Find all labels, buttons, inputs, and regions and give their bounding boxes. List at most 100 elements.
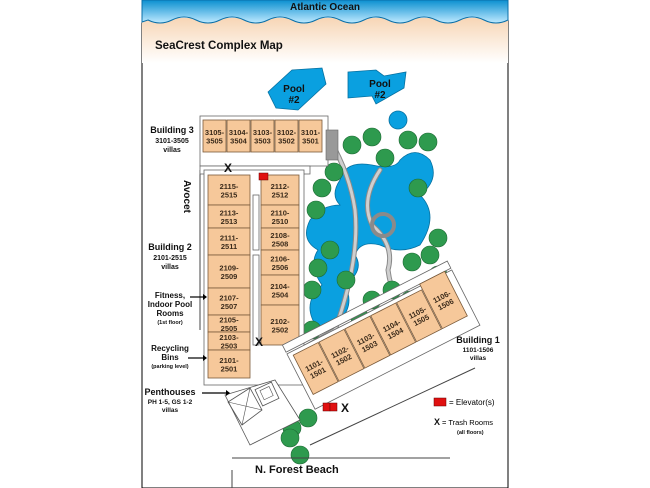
unit-label: 2110-2510	[271, 209, 290, 227]
unit: 1106-1506	[419, 270, 468, 330]
building-1-name: Building 1	[456, 335, 500, 345]
recycling-line-2: Bins	[161, 353, 179, 362]
unit: 2111-2511	[207, 227, 251, 256]
legend-trash: = Trash Rooms	[442, 418, 493, 427]
ocean-label: Atlantic Ocean	[290, 2, 360, 13]
recycling-line-1: Recycling	[151, 344, 189, 353]
unit-label: 2113-2513	[220, 209, 239, 227]
unit: 1104-1504	[370, 302, 417, 356]
building-3-range: 3101-3505	[155, 138, 189, 145]
tree-icon	[324, 162, 344, 182]
unit: 2110-2510	[260, 204, 300, 229]
street-n-forest-beach: N. Forest Beach	[255, 464, 339, 476]
unit: 2108-2508	[260, 227, 300, 251]
tree-icon	[336, 270, 356, 290]
pool-1-label: Pool	[283, 84, 305, 95]
unit-label: 2108-2508	[270, 231, 290, 249]
unit-label: 2106-2506	[270, 255, 290, 273]
unit-label: 2107-2507	[219, 294, 239, 312]
tree-icon	[428, 228, 448, 248]
unit: 2115-2515	[207, 174, 251, 206]
unit-label: 3103-3503	[253, 128, 273, 146]
unit-label: 2104-2504	[270, 282, 290, 300]
recycling-callout: Recycling Bins (parking level)	[151, 344, 207, 370]
tree-icon	[408, 178, 428, 198]
building-2-label: Building 2 2101-2515 villas	[148, 242, 192, 271]
unit-label: 2112-2512	[271, 182, 290, 200]
penthouses-name: Penthouses	[144, 387, 195, 397]
unit: 1101-1501	[292, 341, 339, 395]
tree-icon	[320, 240, 340, 260]
pool-1-number: #2	[288, 95, 300, 106]
recycling-note: (parking level)	[151, 364, 188, 370]
building-3-name: Building 3	[150, 125, 194, 135]
unit-label: 2111-2511	[220, 234, 239, 252]
pool-1: Pool #2	[267, 67, 327, 111]
unit-label: 2109-2509	[219, 264, 239, 282]
tree-icon	[362, 127, 382, 147]
legend-elevator-swatch	[433, 397, 447, 407]
tree-icon	[312, 178, 332, 198]
elevator-icon	[258, 172, 269, 181]
building-1: 1101-15011102-15021103-15031104-15041105…	[281, 260, 481, 410]
legend-trash-symbol: X	[434, 417, 440, 427]
unit-label: 2105-2505	[219, 316, 239, 334]
fitness-note: (1st floor)	[157, 320, 183, 326]
unit-label: 3101-3501	[301, 128, 321, 146]
tree-icon	[280, 428, 300, 448]
building-1-units: 1101-15011102-15021103-15031104-15041105…	[292, 270, 468, 395]
unit-label: 2101-2501	[219, 356, 239, 374]
unit: 3104-3504	[226, 119, 251, 153]
tree-icon	[306, 200, 326, 220]
elevators	[258, 172, 338, 412]
unit-label: 2102-2502	[270, 317, 290, 335]
unit: 3101-3501	[298, 119, 323, 153]
building-2-range: 2101-2515	[153, 255, 187, 262]
unit: 2101-2501	[207, 349, 251, 379]
beach-sand	[142, 18, 508, 63]
elevator-icon	[329, 402, 338, 412]
unit: 3103-3503	[250, 119, 275, 153]
unit: 2107-2507	[207, 287, 251, 316]
penthouses-building	[224, 379, 301, 446]
unit: 1103-1503	[344, 315, 391, 369]
tree-icon	[298, 408, 318, 428]
unit-label: 2115-2515	[220, 182, 239, 200]
unit-label: 3105-3505	[205, 128, 225, 146]
building-3-label: Building 3 3101-3505 villas	[150, 125, 194, 154]
penthouses-type: villas	[162, 407, 179, 414]
trash-room-icon: X	[341, 401, 349, 415]
unit: 2105-2505	[207, 314, 251, 334]
legend: = Elevator(s) X = Trash Rooms (all floor…	[433, 397, 495, 436]
penthouses-callout: Penthouses PH 1-5, GS 1-2 villas	[144, 387, 230, 414]
pool-2-label: Pool	[369, 79, 391, 90]
building-2-units: 2115-2515 2113-2513 2111-2511 2109-2509 2107…	[207, 174, 300, 379]
building-1-label: Building 1 1101-1506 villas	[456, 335, 500, 362]
pool-2: Pool #2	[347, 69, 407, 105]
unit: 2104-2504	[260, 274, 300, 306]
unit: 2113-2513	[207, 204, 251, 229]
unit: 2106-2506	[260, 249, 300, 276]
building-1-type: villas	[470, 355, 487, 362]
unit: 2103-2503	[207, 331, 251, 351]
penthouses-range: PH 1-5, GS 1-2	[148, 399, 193, 406]
unit: 2102-2502	[260, 304, 300, 346]
building-3-type: villas	[163, 147, 181, 154]
building-2-type: villas	[161, 264, 179, 271]
tree-icon	[420, 245, 440, 265]
tree-icon	[302, 280, 322, 300]
pool-2-number: #2	[374, 90, 386, 101]
driveway	[309, 367, 476, 446]
legend-elevator: = Elevator(s)	[449, 398, 495, 407]
elevator-icon	[322, 402, 331, 412]
fitness-line-2: Indoor Pool	[148, 300, 192, 309]
legend-trash-note: (all floors)	[457, 430, 484, 436]
unit: 2109-2509	[207, 254, 251, 289]
fitness-line-1: Fitness,	[155, 291, 185, 300]
building-2-name: Building 2	[148, 242, 192, 252]
tree-icon	[290, 445, 310, 465]
fitness-line-3: Rooms	[156, 309, 184, 318]
unit-label: 3102-3502	[277, 128, 297, 146]
tree-icon	[402, 252, 422, 272]
